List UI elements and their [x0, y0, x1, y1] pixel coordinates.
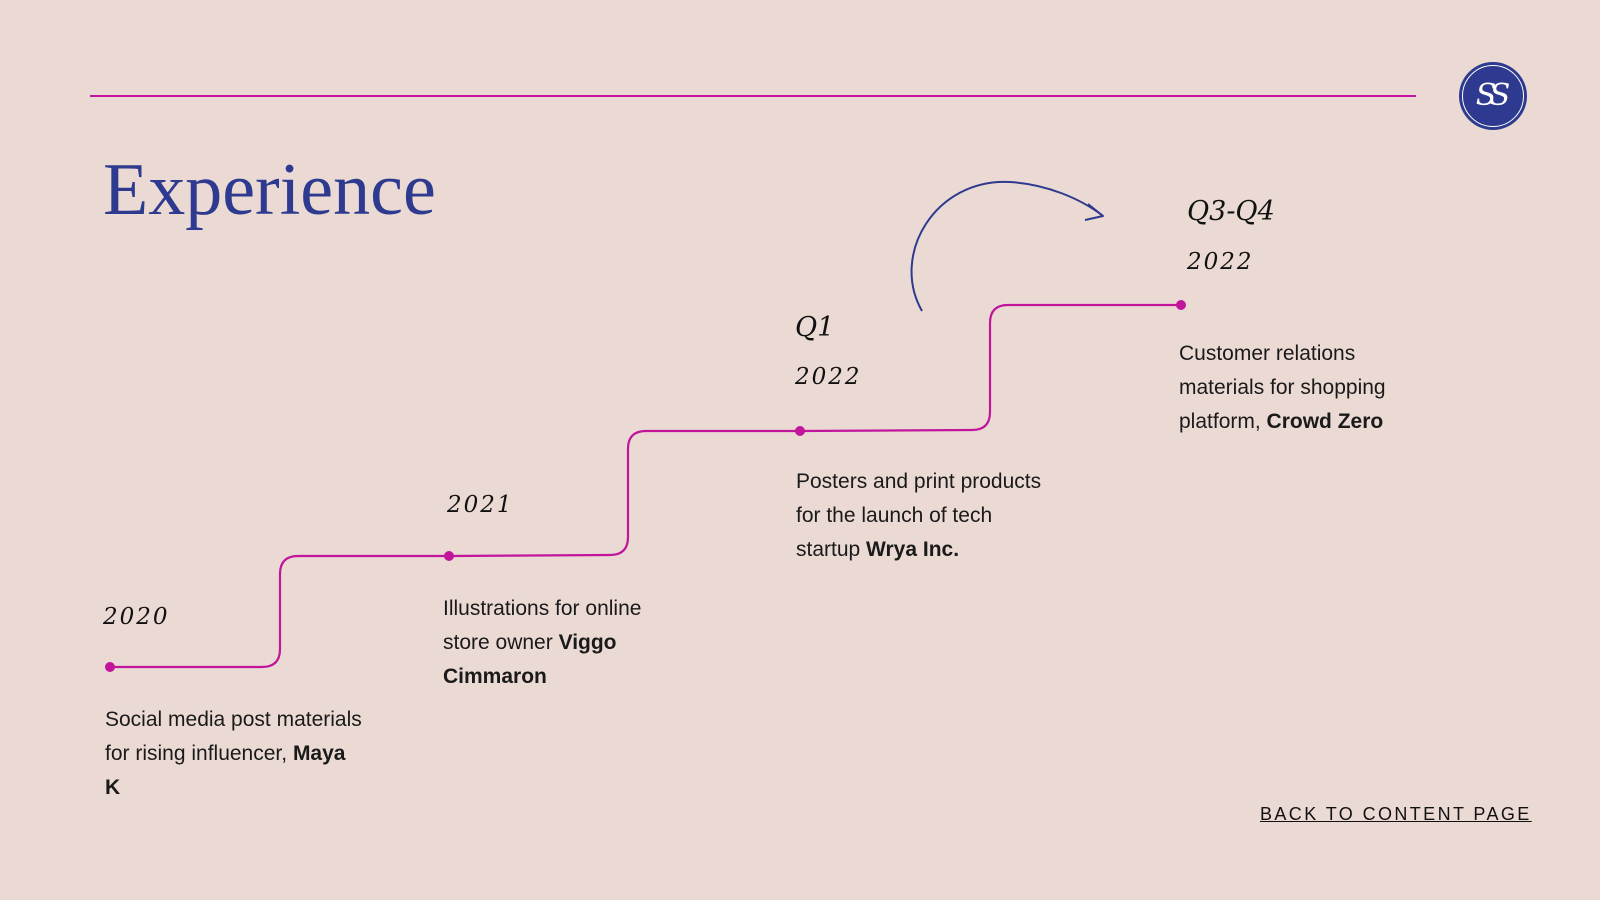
curved-arrow-icon [910, 180, 1104, 312]
client-name: Maya K [105, 742, 346, 799]
timeline-dot-2021 [444, 551, 454, 561]
milestone-year-2021: 2021 [447, 492, 514, 518]
milestone-quarter-q1: Q1 [795, 312, 835, 343]
milestone-year-2020: 2020 [103, 604, 170, 630]
timeline-dot-q1-2022 [795, 426, 805, 436]
timeline-dot-q3q4-2022 [1176, 300, 1186, 310]
milestone-description-2020: Social media post materials for rising i… [105, 708, 362, 799]
timeline-dot-2020 [105, 662, 115, 672]
milestone-quarter-q3-q4: Q3-Q4 [1187, 196, 1275, 227]
milestone-description-q1-2022: Posters and print products for the launc… [796, 470, 1042, 561]
client-name: Wrya Inc. [866, 538, 960, 561]
timeline-step-line [110, 303, 1181, 669]
milestone-description-q3q4-2022: Customer relations materials for shoppin… [1179, 342, 1386, 433]
page-title: Experience [103, 149, 436, 231]
header-divider [90, 95, 1416, 97]
milestone-description-2021: Illustrations for online store owner Vig… [443, 597, 642, 688]
back-to-content-link[interactable]: BACK TO CONTENT PAGE [1260, 804, 1532, 824]
client-name: Viggo Cimmaron [443, 631, 617, 688]
client-name: Crowd Zero [1266, 410, 1384, 433]
milestone-year-q1-2022: 2022 [795, 364, 862, 390]
milestone-year-q3q4-2022: 2022 [1187, 249, 1254, 275]
logo-badge: SS [1459, 62, 1527, 130]
